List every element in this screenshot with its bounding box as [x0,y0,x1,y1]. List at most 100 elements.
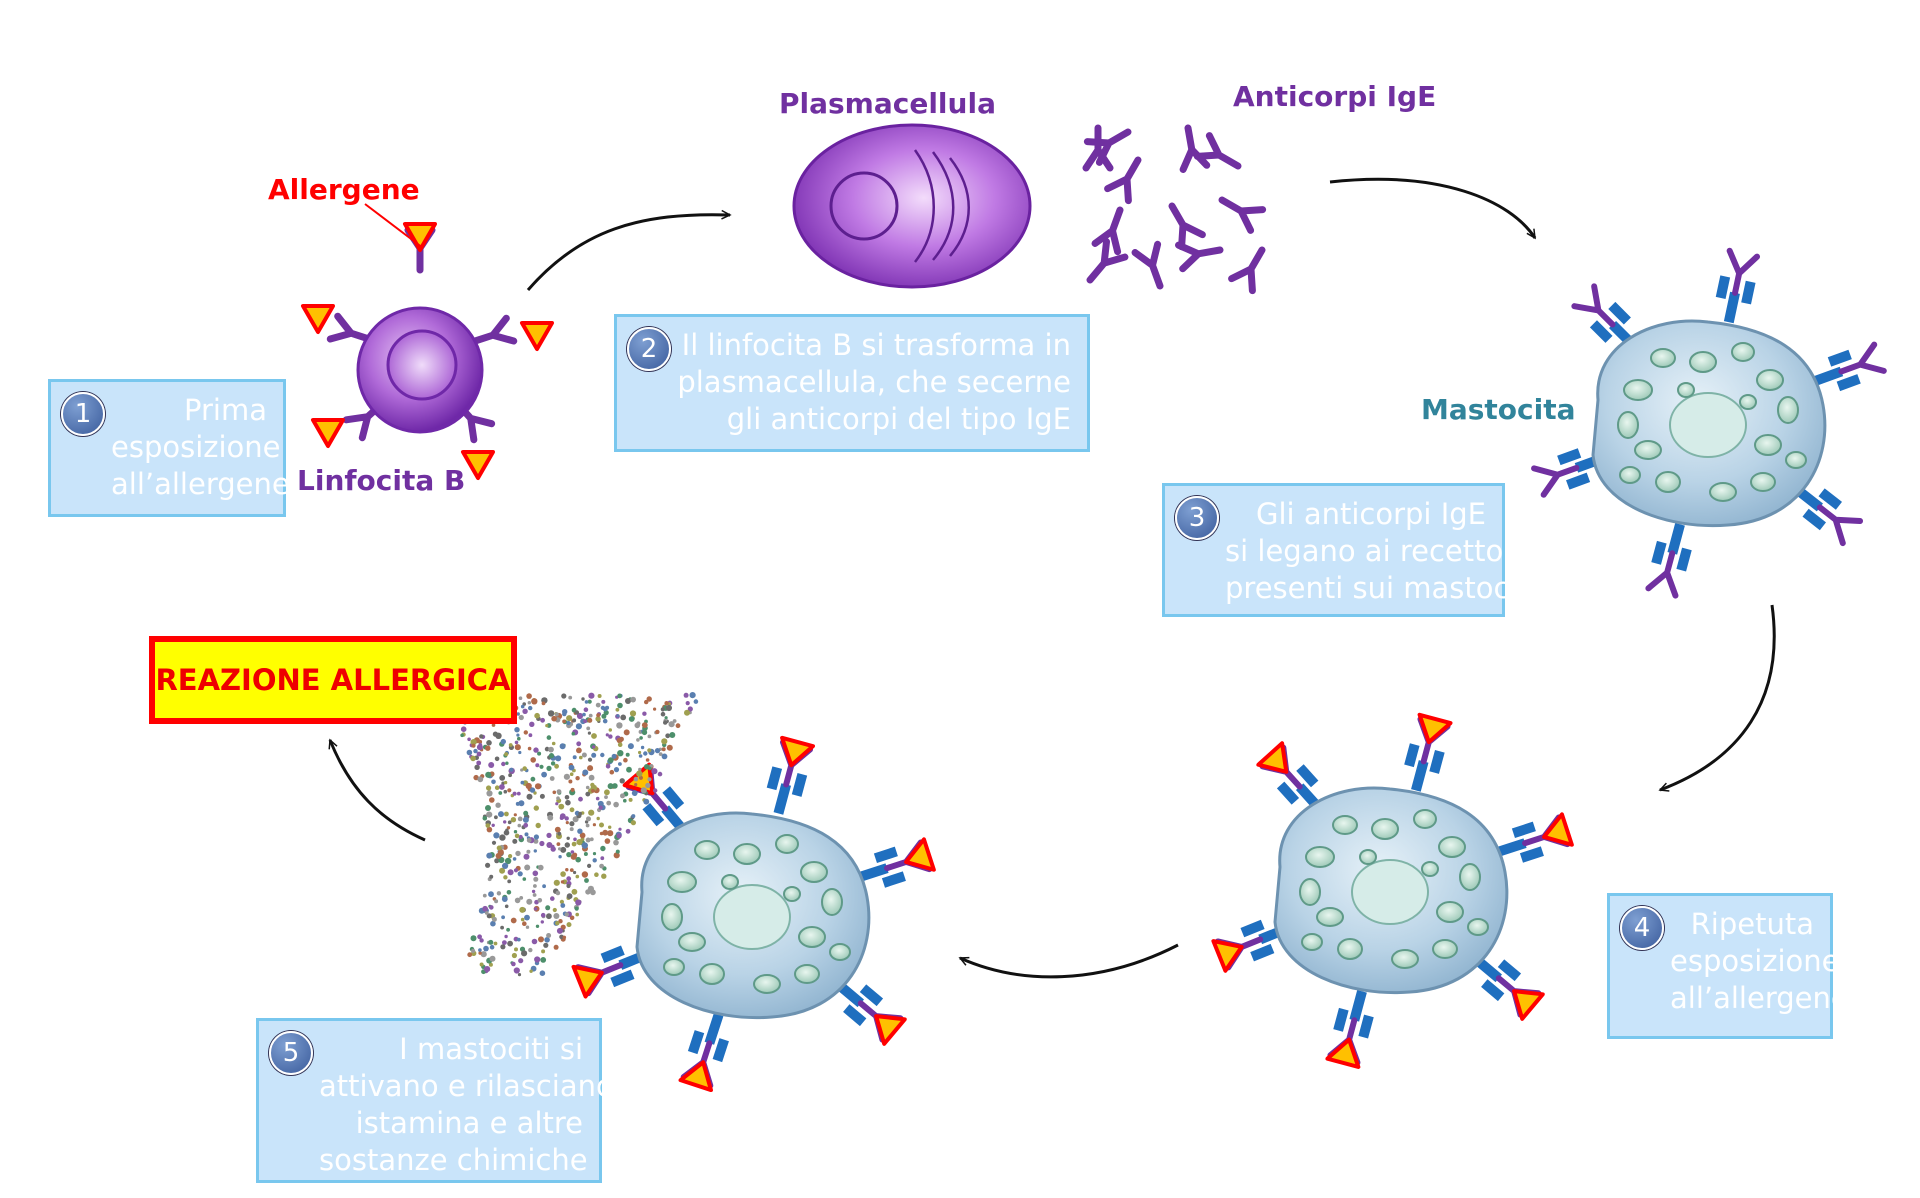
granule-dot [508,773,512,778]
granule-dot [587,863,592,869]
granule-dot [599,822,604,828]
granule-dot [647,748,652,753]
step-2-line-2: plasmacellula, che secerne [677,365,1071,399]
granule-dot [521,950,528,957]
granule-dot [581,871,589,878]
granule-dot [513,830,518,834]
granule-dot [571,888,578,895]
granule-dot [640,787,647,794]
granule-dot [619,778,625,784]
granule-dot [518,696,523,700]
granule-dot [665,704,673,712]
granule-dot [617,702,623,709]
granule-dot [625,828,631,834]
granule-dot [550,896,555,901]
step-5-line-4: sostanze chimiche [319,1143,588,1177]
granule-dot [581,842,588,849]
granule-dot [522,816,529,823]
granule-dot [486,740,492,746]
granule-dot [663,720,668,725]
granule-dot [570,787,575,792]
granule-dot [616,737,623,744]
granule-dot [522,766,527,771]
granule-dot [498,811,504,818]
granule-dot [503,875,508,880]
granule-dot [575,874,580,879]
granule-dot [535,822,541,829]
granule-dot [504,934,508,939]
granule-dot [510,817,517,823]
granule-dot [564,912,569,917]
granule-dot [555,921,560,926]
granule-dot [578,796,583,802]
granule-dot [486,811,493,818]
granule-dot [501,761,506,767]
granule-dot [598,805,603,810]
granule-dot [556,927,563,934]
granule-dot [566,922,572,928]
granule-dot [538,864,544,871]
granule-dot [625,698,631,704]
granule-dot [518,800,525,807]
process-arrows [328,177,1776,979]
granule-dot [592,852,597,856]
granule-dot [517,736,521,741]
granule-dot [501,915,505,920]
granule-dot [558,803,565,810]
granule-dot [486,826,493,833]
granule-dot [684,709,690,716]
granule-dot [608,734,613,739]
granule-dot [515,850,521,857]
granule-dot [568,764,575,771]
granule-dot [476,751,482,757]
granule-dot [482,816,488,821]
granule-dot [503,780,508,785]
granule-dot [524,832,529,837]
granule-dot [561,693,567,699]
granule-dot [579,755,583,760]
granule-dot [575,723,583,730]
granule-dot [590,782,595,788]
granule-dot [517,973,522,977]
granule-dot [524,864,531,871]
granule-dot [488,962,493,967]
granule-dot [554,763,559,769]
granule-dot [557,831,562,836]
granule-dot [509,767,514,772]
granule-dot [535,924,540,928]
step-1-line-1: Prima [184,393,267,427]
granule-dot [488,939,494,945]
granule-dot [566,715,573,722]
granule-dot [587,699,592,704]
granule-dot [601,713,607,719]
mast-cell-activated [573,737,935,1090]
granule-dot [675,723,681,729]
granule-dot [629,710,637,717]
granule-dot [553,944,559,950]
granule-dot [506,890,512,895]
granule-dot [613,852,620,859]
granule-dot [653,707,657,711]
granule-dot [592,745,596,749]
granule-dot [630,696,636,703]
granule-dot [485,805,491,811]
granule-dot [605,764,611,769]
granule-dot [604,789,610,796]
mast-cell-reexposed [1213,714,1573,1067]
granule-dot [507,788,512,793]
granule-dot [511,952,517,959]
step-4-box: 4 Ripetuta esposizione all’allergene [1607,893,1849,1039]
granule-dot [566,720,571,726]
granule-dot [565,821,569,825]
granule-dot [485,862,491,868]
granule-dot [626,766,632,773]
granule-dot [569,868,574,872]
granule-dot [572,852,578,858]
granule-dot [489,797,495,803]
granule-dot [523,822,529,828]
granule-dot [599,863,604,869]
granule-dot [499,784,505,790]
granule-dot [545,724,549,728]
granule-dot [627,743,634,750]
